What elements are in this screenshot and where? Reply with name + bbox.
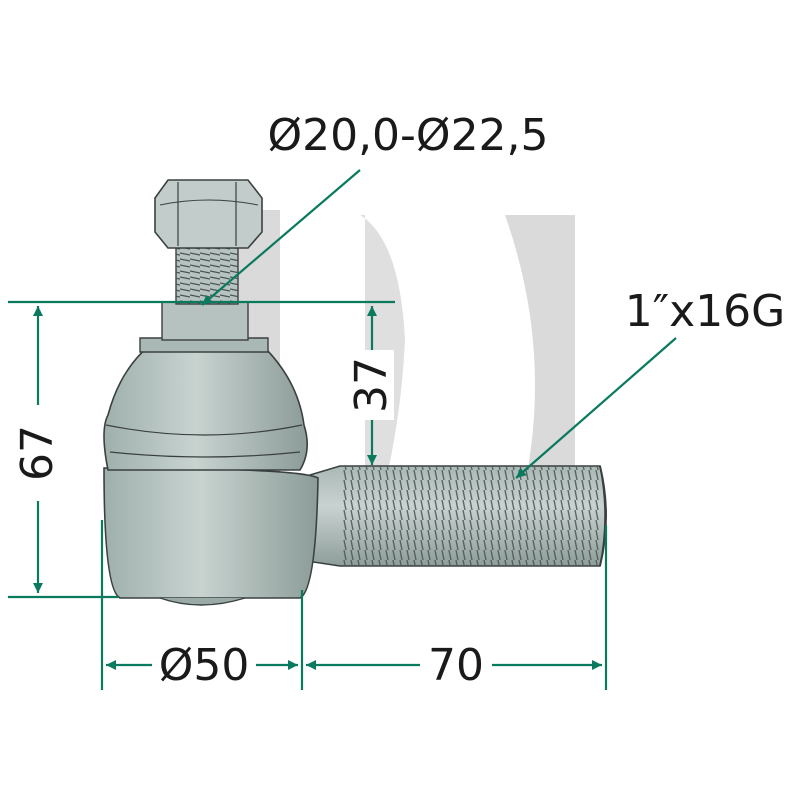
label-shank-length: 70	[428, 640, 484, 691]
leader-bolt-diameter	[201, 169, 361, 306]
label-thread-spec: 1″x16G	[625, 286, 786, 337]
label-body-diameter: Ø50	[159, 640, 250, 691]
bolt-and-nut	[154, 179, 263, 305]
label-bolt-diameter: Ø20,0-Ø22,5	[267, 110, 548, 161]
ball-joint-housing	[103, 301, 319, 606]
label-height-partial: 37	[346, 357, 397, 413]
label-height-total: 67	[12, 425, 63, 481]
threaded-shank	[299, 465, 607, 567]
leader-thread	[515, 337, 677, 479]
